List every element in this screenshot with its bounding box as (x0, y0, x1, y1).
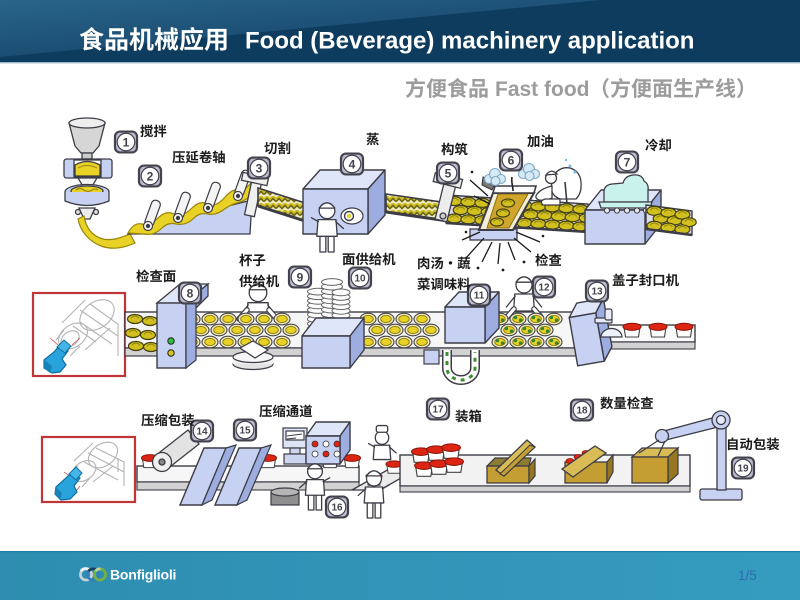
svg-text:2: 2 (147, 169, 154, 183)
svg-text:15: 15 (239, 426, 251, 437)
svg-text:10: 10 (354, 274, 366, 285)
svg-text:16: 16 (331, 503, 343, 514)
svg-text:19: 19 (737, 464, 749, 475)
svg-text:Bonfiglioli: Bonfiglioli (110, 567, 176, 583)
svg-text:1: 1 (123, 135, 130, 149)
svg-text:18: 18 (576, 406, 588, 417)
svg-text:Fast food: Fast food (495, 78, 590, 101)
svg-text:4: 4 (349, 157, 356, 171)
svg-text:3: 3 (256, 161, 263, 175)
svg-text:14: 14 (196, 427, 208, 438)
svg-text:9: 9 (297, 270, 304, 284)
svg-text:7: 7 (624, 155, 631, 169)
svg-text:13: 13 (591, 287, 603, 298)
svg-text:1/5: 1/5 (738, 568, 757, 583)
svg-text:5: 5 (445, 166, 452, 180)
svg-text:12: 12 (538, 283, 550, 294)
svg-text:8: 8 (187, 286, 194, 300)
svg-text:11: 11 (474, 291, 485, 302)
svg-text:6: 6 (508, 153, 515, 167)
svg-text:Food (Beverage) machinery appl: Food (Beverage) machinery application (245, 28, 694, 55)
svg-text:17: 17 (432, 405, 444, 416)
